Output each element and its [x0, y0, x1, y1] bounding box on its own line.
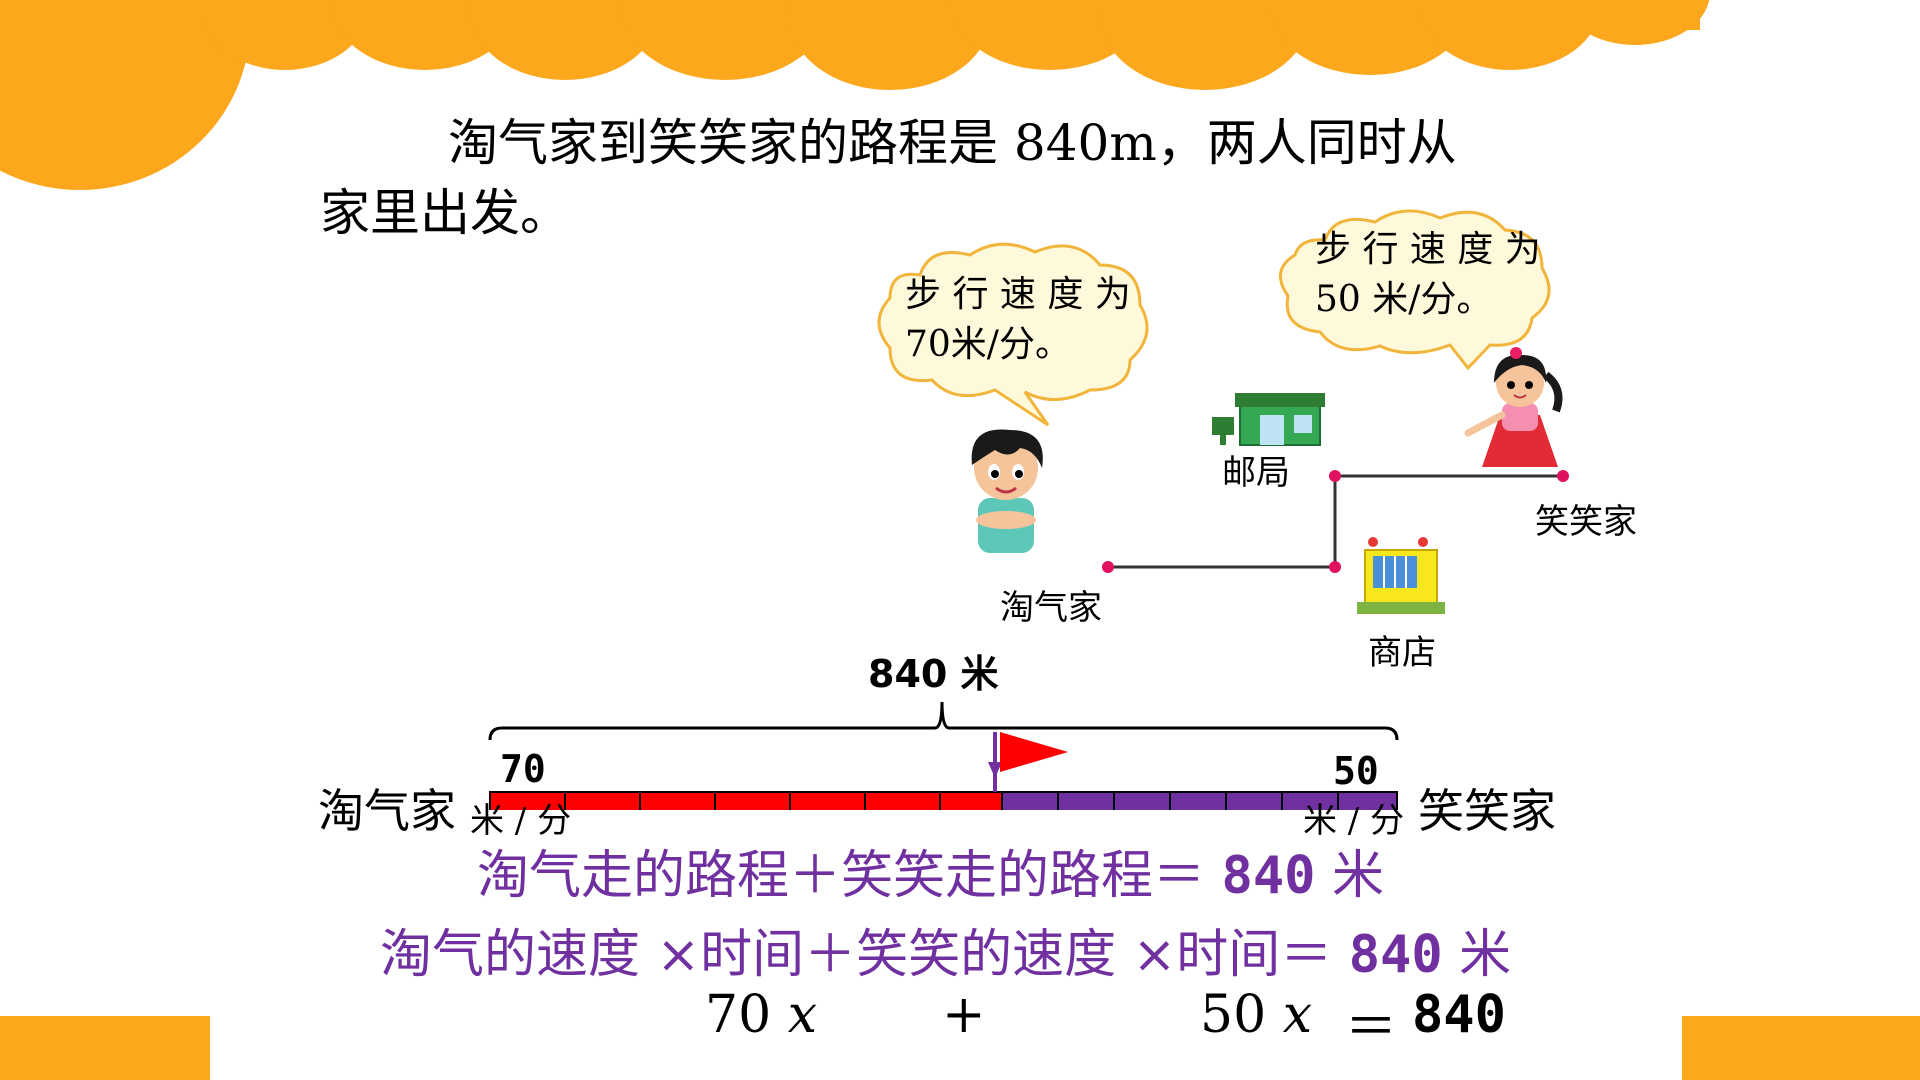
corner-point-upper [1329, 470, 1341, 482]
xiaoxiao-speed-value: 50 [1333, 749, 1379, 793]
total-brace [488, 701, 1399, 741]
xiaoxiao-home-segment-label: 笑笑家 [1418, 784, 1556, 838]
xiaoxiao-speed-unit: 米 / 分 [1303, 801, 1405, 841]
algebraic-equation: 70 x + 50 x ＝ 840 [0, 985, 1920, 1058]
taoqi-speed-unit: 米 / 分 [470, 801, 572, 841]
store-label: 商店 [1368, 633, 1436, 673]
eq3-total: 840 [1412, 985, 1506, 1045]
taoqi-boy-illustration [971, 429, 1043, 553]
xiaoxiao-speech-bubble [1279, 209, 1551, 370]
xiaoxiao-distance-bar [1001, 791, 1398, 810]
taoqi-bubble-text: 步 行 速 度 为 70米/分。 [905, 274, 1131, 365]
post-office-illustration [1212, 393, 1325, 446]
taoqi-speech-bubble [877, 242, 1149, 427]
eq3-equals-sign: ＝ [1345, 998, 1398, 1058]
segment-diagram [488, 701, 1399, 810]
taoqi-home-segment-label: 淘气家 [318, 784, 456, 838]
meeting-flag-icon [1000, 732, 1068, 772]
bottom-right-accent-bar [1682, 1016, 1920, 1080]
xiaoxiao-bubble-text: 步 行 速 度 为 50 米/分。 [1315, 229, 1541, 320]
eq3-plus-sign: + [942, 985, 986, 1045]
corner-point-lower [1329, 561, 1341, 573]
eq3-right-term: 50 x [1200, 985, 1313, 1045]
post-office-label: 邮局 [1222, 453, 1290, 493]
eq1-total-number: 840 [1221, 846, 1316, 906]
taoqi-home-point [1102, 561, 1114, 573]
taoqi-speed-value: 70 [500, 747, 546, 791]
store-illustration [1357, 537, 1445, 614]
problem-statement: 淘气家到笑笑家的路程是 840m，两人同时从 家里出发。 [320, 108, 1600, 248]
word-equation-distance: 淘气走的路程＋笑笑走的路程＝ 840 米 [477, 846, 1384, 906]
taoqi-home-map-label: 淘气家 [1000, 588, 1102, 628]
eq2-total-number: 840 [1348, 925, 1443, 985]
xiaoxiao-home-map-label: 笑笑家 [1535, 502, 1637, 542]
problem-line-1: 淘气家到笑笑家的路程是 840m，两人同时从 [448, 114, 1457, 172]
problem-line-2: 家里出发。 [320, 184, 570, 242]
xiaoxiao-girl-illustration [1464, 347, 1563, 467]
eq3-left-term: 70 x [705, 985, 818, 1045]
bottom-left-accent-bar [0, 1016, 210, 1080]
word-equation-speed-time: 淘气的速度 ×时间＋笑笑的速度 ×时间＝ 840 米 [380, 925, 1512, 985]
total-distance-label: 840 米 [868, 652, 999, 696]
